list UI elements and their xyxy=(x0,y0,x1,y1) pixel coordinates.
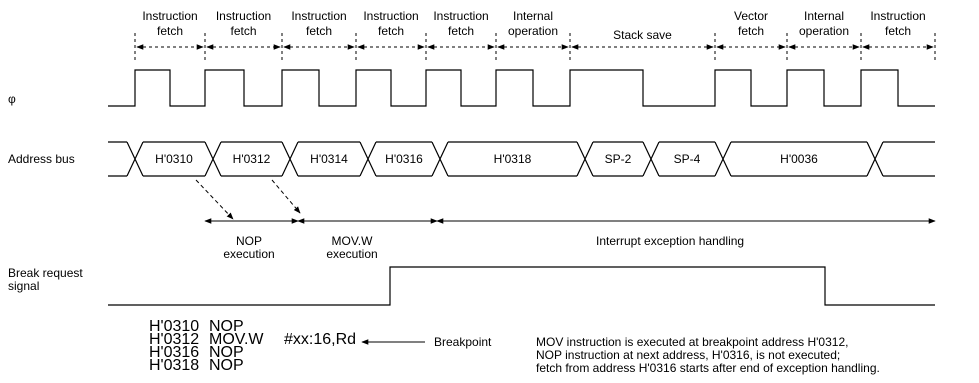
address-bus-value: SP-4 xyxy=(674,152,701,166)
address-bus-value: SP-2 xyxy=(605,152,632,166)
address-bus-label: Address bus xyxy=(8,152,75,166)
address-bus-value: H'0036 xyxy=(780,152,818,166)
bus-cycle-label: Stack save xyxy=(613,28,672,42)
bus-cycle-label: Instruction xyxy=(142,9,197,23)
address-bus-value: H'0316 xyxy=(385,152,423,166)
bus-cycle-label: Vector xyxy=(734,9,768,23)
address-bus-value: H'0314 xyxy=(310,152,348,166)
movw-execution-label: MOV.W execution xyxy=(326,234,378,261)
explanation-note: MOV instruction is executed at breakpoin… xyxy=(536,335,880,375)
bus-cycle-label: fetch xyxy=(230,24,256,38)
bus-cycle-label: Internal xyxy=(804,9,844,23)
bus-cycle-label: Internal xyxy=(513,9,553,23)
interrupt-handling-label: Interrupt exception handling xyxy=(596,234,745,248)
bus-cycle-label: fetch xyxy=(157,24,183,38)
address-bus-waveform: H'0310 H'0312 H'0314 H'0316 H'0318 SP-2 SP-4 H'… xyxy=(108,141,935,177)
break-request-label: Break request signal xyxy=(8,266,83,293)
bus-cycle-label: fetch xyxy=(738,24,764,38)
bus-cycle-label: Instruction xyxy=(363,9,418,23)
bus-cycle-label: fetch xyxy=(378,24,404,38)
bus-cycle-label: operation xyxy=(508,24,558,38)
fetch-to-execution-arrow xyxy=(271,179,301,214)
break-request-waveform xyxy=(108,266,935,306)
address-bus-value: H'0318 xyxy=(494,152,532,166)
bus-cycle-label: operation xyxy=(799,24,849,38)
breakpoint-label: Breakpoint xyxy=(434,335,492,349)
bus-cycle-labels: InstructionfetchInstructionfetchInstruct… xyxy=(136,9,934,50)
nop-execution-label: NOP execution xyxy=(223,234,275,261)
bus-cycle-label: Instruction xyxy=(433,9,488,23)
fetch-to-execution-arrow xyxy=(195,179,234,220)
bus-cycle-label: Instruction xyxy=(291,9,346,23)
address-bus-value: H'0312 xyxy=(233,152,271,166)
bus-cycle-label: fetch xyxy=(306,24,332,38)
bus-cycle-label: Instruction xyxy=(870,9,925,23)
bus-cycle-label: Instruction xyxy=(216,9,271,23)
address-bus-value: H'0310 xyxy=(155,152,193,166)
phi-clock-waveform xyxy=(108,69,935,107)
phi-signal-label: φ xyxy=(8,92,16,106)
bus-cycle-boundaries xyxy=(134,33,936,60)
bus-cycle-label: fetch xyxy=(885,24,911,38)
bus-cycle-label: fetch xyxy=(448,24,474,38)
fetch-to-execution-arrows xyxy=(195,179,301,220)
